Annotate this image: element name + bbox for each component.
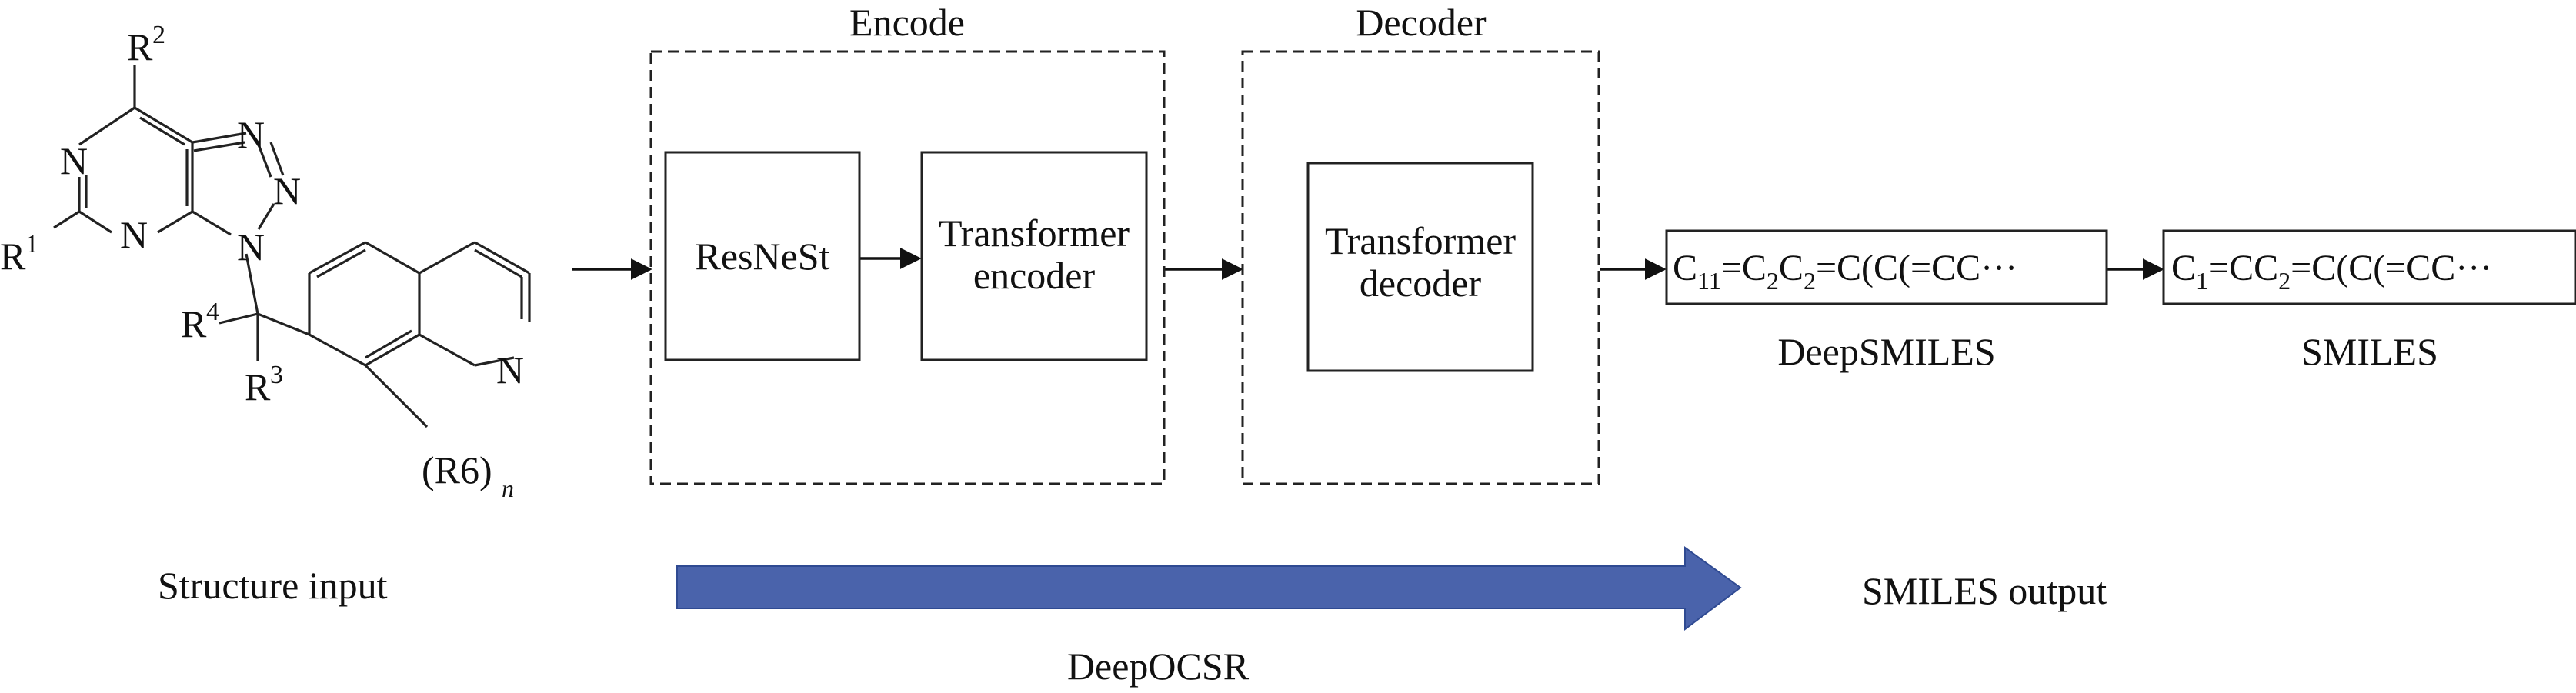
atom-r2-letter: R (127, 25, 153, 68)
resnest-box (664, 151, 861, 361)
atom-r6: (R6) (422, 448, 492, 491)
atom-r1-index: 1 (25, 230, 38, 258)
transformer-encoder-box (920, 151, 1148, 361)
atom-r2-index: 2 (152, 21, 165, 49)
encode-container (649, 50, 1166, 485)
transformer-decoder-label-line2: decoder (1360, 262, 1482, 305)
atom-r4-letter: R (181, 302, 207, 345)
atom-n6: N (496, 348, 524, 391)
atom-labels: R 2 N N R 1 N N N R 4 R 3 N (R6) n (0, 21, 524, 502)
smiles-output-label: SMILES output (1862, 569, 2107, 612)
transformer-decoder-box (1306, 162, 1534, 372)
structure-input-label: Structure input (158, 564, 388, 607)
smiles-caption: SMILES (2301, 330, 2438, 373)
atom-r4-index: 4 (206, 298, 219, 326)
atom-r1-letter: R (0, 235, 26, 278)
transformer-encoder-label-line2: encoder (973, 254, 1096, 297)
atom-r6-subscript: n (502, 475, 514, 502)
transformer-decoder-label-line1: Transformer (1325, 219, 1516, 262)
smiles-box (2162, 229, 2576, 305)
atom-r3-index: 3 (270, 361, 283, 389)
encode-title: Encode (849, 1, 965, 44)
resnest-label: ResNeSt (696, 235, 830, 278)
atom-n4: N (273, 169, 301, 212)
deepsmiles-string: C11=C2C2=C(C(=CC··· (1673, 248, 2017, 295)
atom-n1: N (60, 139, 88, 182)
deepocsr-label: DeepOCSR (1067, 645, 1250, 688)
smiles-string: C1=CC2=C(C(=CC··· (2171, 248, 2492, 295)
decoder-container (1241, 50, 1600, 485)
chemical-structure (53, 65, 531, 428)
atom-n5: N (237, 225, 265, 268)
transformer-encoder-label-line1: Transformer (939, 212, 1130, 255)
deepsmiles-box (1665, 229, 2108, 305)
deepocsr-pipeline-arrow (676, 546, 1742, 631)
decoder-title: Decoder (1356, 1, 1487, 44)
deepsmiles-caption: DeepSMILES (1777, 330, 1995, 373)
atom-n2: N (120, 213, 148, 256)
atom-r3-letter: R (245, 365, 271, 408)
atom-n3: N (237, 113, 265, 156)
